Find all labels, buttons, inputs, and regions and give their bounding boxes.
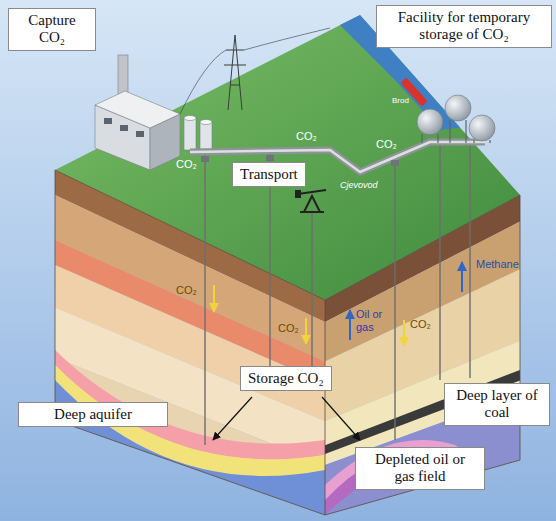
capture-tower — [184, 116, 196, 121]
annotation-label: CO₂ — [176, 284, 197, 297]
label-text: Depleted oil or gas field — [374, 451, 466, 486]
storage-tank — [417, 109, 443, 135]
label-box: Transport — [232, 162, 306, 187]
annotation-label: Cjevovod — [340, 180, 378, 190]
pylon — [224, 35, 246, 110]
injection-well — [439, 140, 440, 380]
storage-tank — [469, 115, 495, 141]
label-text: Deep aquifer — [26, 406, 160, 423]
capture-tower — [184, 118, 196, 150]
well-valve — [201, 156, 209, 162]
annotation-label: Methane — [476, 258, 519, 271]
label-box: Facility for temporary storage of CO₂ — [376, 5, 552, 48]
label-box: Capture CO₂ — [8, 8, 96, 51]
label-text: Facility for temporary storage of CO₂ — [384, 9, 544, 44]
production-well — [469, 140, 470, 378]
label-box: Storage CO₂ — [240, 366, 332, 391]
window — [104, 118, 112, 124]
injection-well — [204, 152, 205, 445]
capture-tower — [200, 122, 212, 150]
well-valve — [266, 155, 274, 161]
window — [120, 125, 128, 131]
annotation-label: Brod — [392, 96, 409, 105]
co2-flow-arrow — [213, 285, 215, 312]
annotation-label: CO₂ — [278, 322, 299, 335]
co2-flow-arrow — [403, 320, 405, 346]
co2-flow-arrow — [305, 318, 307, 344]
label-box: Deep layer of coal — [444, 383, 550, 426]
label-box: Depleted oil or gas field — [355, 447, 485, 490]
block-edge — [325, 300, 326, 515]
annotation-label: Oil or gas — [356, 308, 392, 333]
capture-tower — [200, 120, 212, 125]
block-edge — [55, 170, 520, 300]
injection-well — [394, 160, 395, 440]
label-text: Storage CO₂ — [248, 370, 324, 387]
ground-surface — [55, 15, 520, 300]
pump-jack — [295, 190, 301, 198]
window — [136, 131, 144, 137]
methane-flow-arrow — [461, 262, 463, 292]
label-text: Transport — [240, 166, 298, 183]
oil-flow-arrow — [349, 310, 351, 340]
label-text: Deep layer of coal — [452, 387, 542, 422]
block-edge — [55, 170, 56, 420]
leader-arrow — [213, 397, 252, 440]
production-well — [311, 210, 312, 366]
power-line — [180, 28, 330, 114]
aquifer-layer — [55, 380, 325, 515]
annotation-label: CO₂ — [176, 158, 197, 171]
well-valve — [391, 160, 399, 166]
leader-arrow — [322, 397, 360, 440]
storage-tank — [445, 95, 471, 121]
power-plant — [95, 91, 180, 128]
label-box: Deep aquifer — [18, 402, 168, 427]
annotation-label: CO₂ — [410, 318, 431, 331]
label-text: Capture CO₂ — [16, 12, 88, 47]
block-edge — [55, 420, 520, 515]
annotation-label: CO₂ — [376, 138, 397, 151]
annotation-label: CO₂ — [296, 130, 317, 143]
pump-jack — [298, 190, 326, 212]
